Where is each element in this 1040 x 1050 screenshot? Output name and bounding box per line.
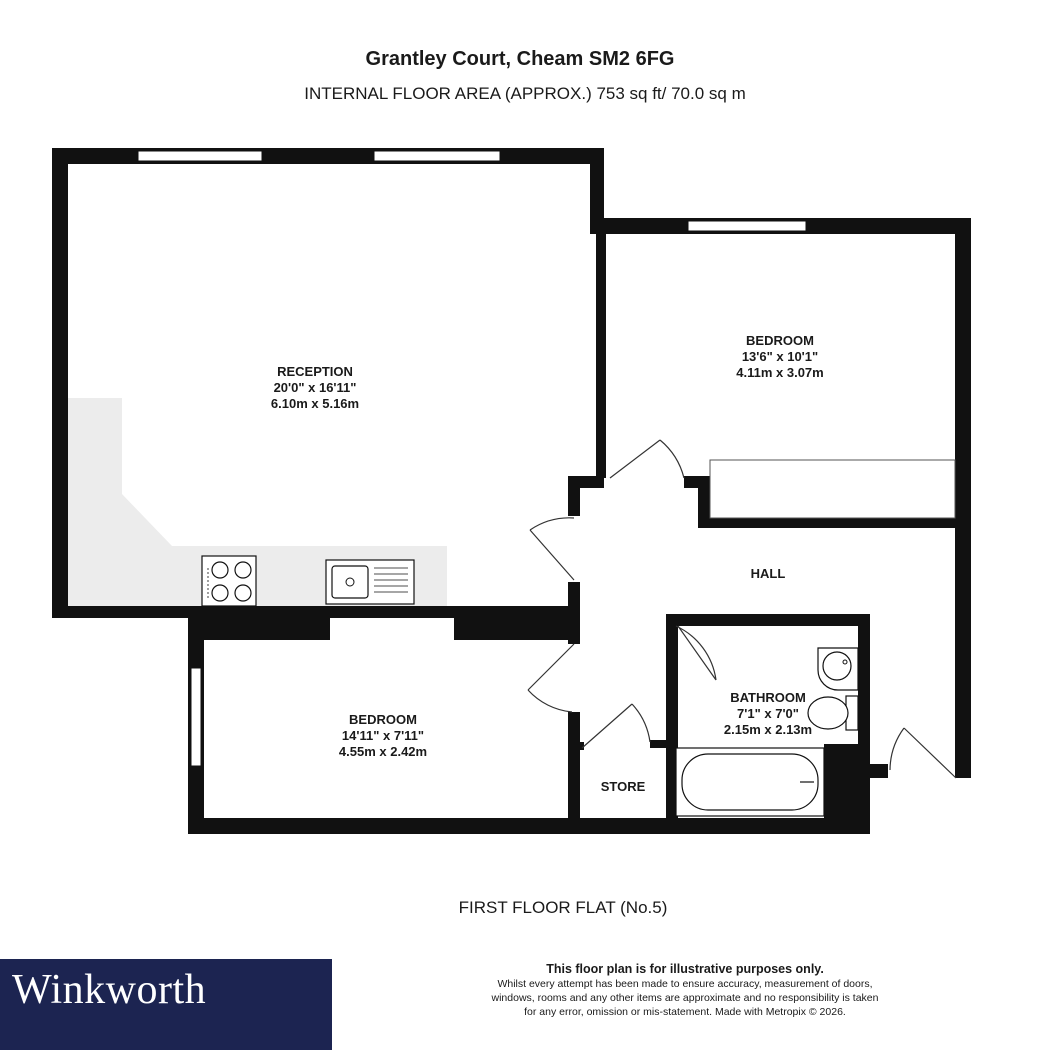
hob-icon: [201, 555, 257, 607]
kitchen-counter: [68, 398, 447, 606]
room-size-metric: 2.15m x 2.13m: [723, 722, 813, 737]
disclaimer-line: Whilst every attempt has been made to en…: [497, 978, 873, 990]
room-size-metric: 6.10m x 5.16m: [270, 396, 360, 411]
door-entrance: [889, 727, 957, 779]
wall-wardrobe-bottom: [698, 518, 971, 528]
wall-reception-left: [52, 148, 68, 618]
door-bedroom1: [609, 439, 685, 479]
window-bedroom1: [687, 220, 807, 232]
wall-reception-top: [52, 148, 604, 164]
room-bedroom-1: BEDROOM 13'6" x 10'1" 4.11m x 3.07m: [695, 333, 865, 381]
room-size-imperial: 7'1" x 7'0": [737, 706, 799, 721]
wall-hall-left-stub: [568, 476, 580, 516]
room-name: STORE: [600, 779, 646, 794]
wall-store-top-stub: [650, 740, 678, 748]
wall-hall-door-stub: [684, 476, 710, 488]
room-size-imperial: 13'6" x 10'1": [741, 349, 819, 364]
wall-bedroom2-right-upper: [568, 582, 580, 644]
floor-area-subtitle: INTERNAL FLOOR AREA (APPROX.) 753 sq ft/…: [304, 84, 746, 103]
disclaimer: This floor plan is for illustrative purp…: [470, 962, 900, 1019]
room-name: BEDROOM: [349, 712, 417, 727]
wall-reception-right-upper: [590, 148, 604, 234]
window-reception-2: [373, 150, 501, 162]
room-reception: RECEPTION 20'0" x 16'11" 6.10m x 5.16m: [230, 364, 400, 412]
room-bedroom-2: BEDROOM 14'11" x 7'11" 4.55m x 2.42m: [298, 712, 468, 760]
wall-bedroom2-top-b: [454, 618, 580, 640]
wall-bedroom2-right-lower: [568, 712, 580, 834]
wall-bathroom-top: [666, 614, 868, 626]
door-store: [581, 703, 651, 749]
wall-store-right: [666, 618, 678, 834]
wall-bedroom2-bottom: [188, 818, 870, 834]
window-reception-1: [137, 150, 263, 162]
door-bathroom: [675, 625, 717, 681]
room-size-imperial: 14'11" x 7'11": [341, 728, 425, 743]
toilet-icon: [807, 695, 859, 731]
window-bedroom2: [190, 667, 202, 767]
room-name: BEDROOM: [746, 333, 814, 348]
sink-icon: [325, 559, 415, 605]
wall-store-stub: [568, 742, 584, 750]
room-size-metric: 4.11m x 3.07m: [736, 365, 824, 380]
room-store: STORE: [584, 779, 662, 795]
wall-bedroom1-right: [955, 218, 971, 778]
room-size-imperial: 20'0" x 16'11": [273, 380, 357, 395]
wall-bedroom2-top-a: [188, 618, 330, 640]
windows: [137, 150, 807, 767]
plan-title: Grantley Court, Cheam SM2 6FG: [365, 48, 675, 70]
room-hall: HALL: [718, 566, 818, 582]
wall-wardrobe-left: [698, 476, 710, 528]
wall-entrance-stub: [858, 764, 888, 778]
bath-icon: [675, 747, 825, 817]
room-size-metric: 4.55m x 2.42m: [338, 744, 428, 759]
brand-logo-panel: [0, 959, 332, 1050]
disclaimer-line: windows, rooms and any other items are a…: [491, 992, 879, 1004]
floor-label: FIRST FLOOR FLAT (No.5): [458, 898, 668, 917]
room-name: BATHROOM: [730, 690, 806, 705]
room-name: RECEPTION: [277, 364, 353, 379]
door-bedroom2: [527, 643, 575, 713]
door-reception: [529, 517, 575, 581]
wall-reception-right-lower: [596, 234, 606, 478]
wall-reception-bottom: [52, 606, 580, 618]
basin-icon: [817, 647, 859, 691]
doors: [527, 439, 957, 779]
disclaimer-title: This floor plan is for illustrative purp…: [546, 962, 824, 976]
brand-logo: Winkworth: [12, 967, 207, 1013]
wall-bathroom-boxing: [824, 744, 858, 818]
wall-bathroom-right: [858, 614, 870, 834]
room-bathroom: BATHROOM 7'1" x 7'0" 2.15m x 2.13m: [698, 690, 838, 738]
room-name: HALL: [750, 566, 786, 581]
disclaimer-line: for any error, omission or mis-statement…: [524, 1006, 846, 1018]
wardrobe: [709, 459, 956, 519]
